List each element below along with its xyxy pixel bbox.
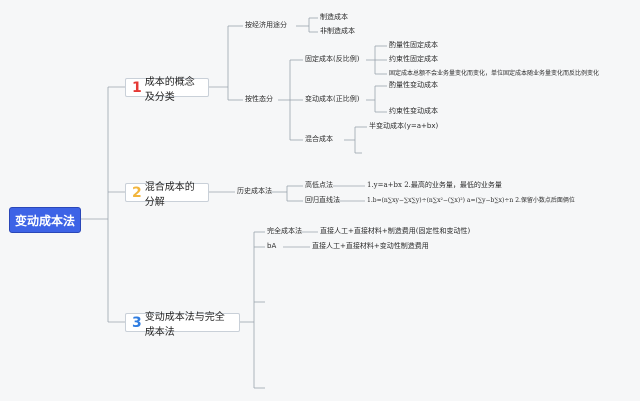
node-non-manufacturing-cost[interactable]: 非制造成本 [320,27,355,35]
node-fixed-cost-note[interactable]: 固定成本总额不会业务量变化而变化，单位固定成本随业务量变化而反比例变化 [389,70,600,77]
branch-mixed-cost[interactable]: 2 混合成本的分解 [125,182,209,208]
node-semi-variable-cost[interactable]: 半变动成本(y=a+bx) [369,122,439,130]
node-by-economic-purpose[interactable]: 按经济用途分 [245,21,287,29]
branch-number-3: 3 [132,314,142,331]
node-discretionary-variable-cost[interactable]: 酌量性变动成本 [389,81,438,89]
branch-label: 成本的概念及分类 [144,76,195,103]
node-historical-cost-method[interactable]: 历史成本法 [237,187,272,195]
root-node[interactable]: 变动成本法 [9,207,81,233]
node-variable-cost-method[interactable]: bA [267,242,277,250]
branch-number-2: 2 [132,184,142,201]
branch-label: 混合成本的分解 [144,181,195,208]
node-regression-method[interactable]: 回归直线法 [305,196,340,204]
node-discretionary-fixed-cost[interactable]: 酌量性固定成本 [389,41,438,49]
node-committed-fixed-cost[interactable]: 约束性固定成本 [389,55,438,63]
node-full-cost-description[interactable]: 直接人工+直接材料+制造费用(固定性和变动性) [320,227,471,235]
root-label: 变动成本法 [14,213,75,228]
node-high-low-method[interactable]: 高低点法 [305,181,333,189]
node-variable-cost[interactable]: 变动成本(正比例) [305,95,360,103]
node-full-cost-method[interactable]: 完全成本法 [267,227,302,235]
node-manufacturing-cost[interactable]: 制造成本 [320,13,348,21]
node-variable-cost-description[interactable]: 直接人工+直接材料+变动性制造费用 [312,242,429,250]
node-regression-formula[interactable]: 1.b=(n∑xy−∑x∑y)÷(n∑x²−(∑x)²) a=(∑y−b∑x)÷… [367,197,575,204]
branch-cost-concepts[interactable]: 1 成本的概念及分类 [125,77,209,103]
node-by-behavior[interactable]: 按性态分 [245,95,273,103]
node-fixed-cost[interactable]: 固定成本(反比例) [305,55,360,63]
branch-number-1: 1 [132,79,142,96]
node-high-low-formula[interactable]: 1.y=a+bx 2.最高的业务量，最低的业务量 [367,181,502,189]
node-mixed-cost[interactable]: 混合成本 [305,135,333,143]
branch-costing-methods[interactable]: 3 变动成本法与完全成本法 [125,312,240,338]
branch-label: 变动成本法与完全成本法 [144,311,225,338]
node-committed-variable-cost[interactable]: 约束性变动成本 [389,107,438,115]
